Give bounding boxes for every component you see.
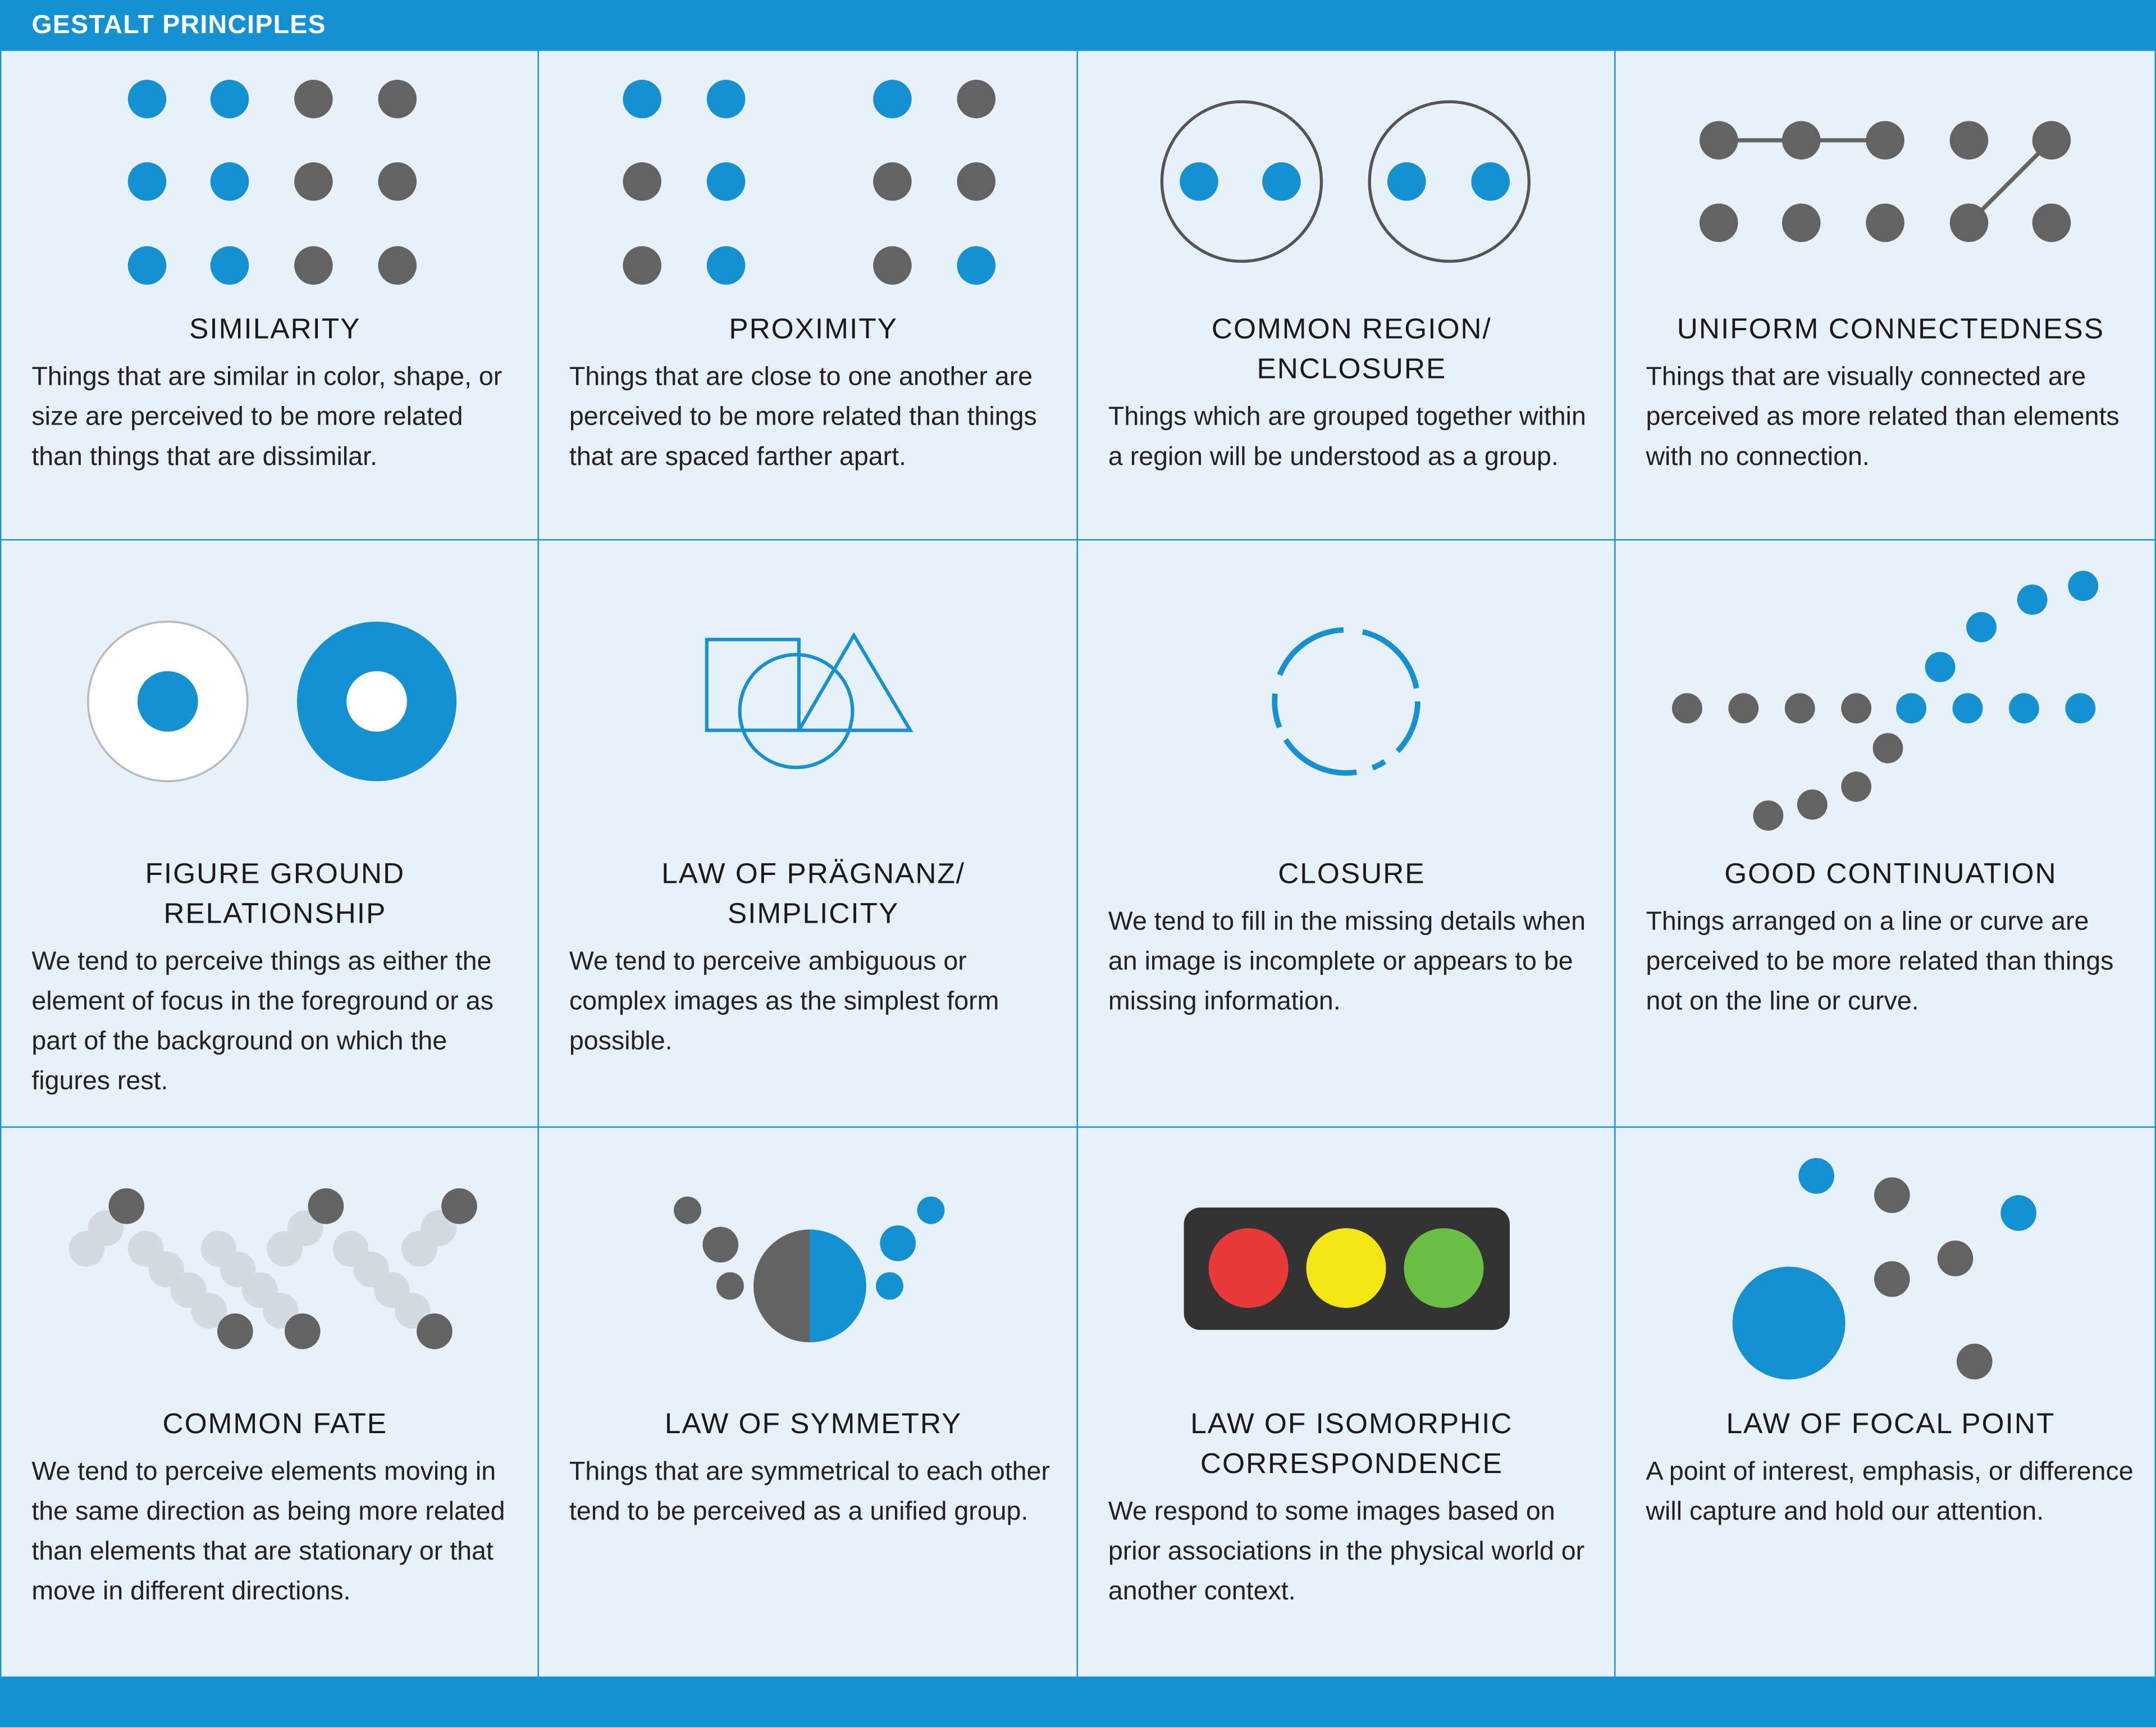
card-description: Things that are symmetrical to each othe… [569, 1457, 1050, 1527]
card-similarity: SIMILARITY Things that are similar in col… [0, 51, 540, 541]
card-proximity: PROXIMITY Things that are close to one an… [539, 51, 1079, 541]
card-title: GOOD CONTINUATION [1724, 858, 2057, 890]
card-closure: CLOSURE We tend to fill in the missing de… [1078, 540, 1616, 1128]
card-title: UNIFORM CONNECTEDNESS [1677, 313, 2104, 345]
card-isomorphic-correspondence: LAW OF ISOMORPHIC CORRESPONDENCE We respo… [1078, 1128, 1616, 1677]
card-description: We tend to fill in the missing details w… [1108, 908, 1586, 1016]
pragnanz-illustration [705, 632, 913, 769]
connectedness-illustration [1699, 121, 2071, 243]
card-pragnanz: LAW OF PRÄGNANZ/ SIMPLICITY We tend to pe… [539, 540, 1079, 1128]
card-description: Things that are similar in color, shape,… [31, 363, 503, 472]
card-title: COMMON FATE [162, 1408, 388, 1440]
symmetry-illustration [674, 1196, 945, 1343]
card-figure-ground: FIGURE GROUND RELATIONSHIP We tend to per… [0, 540, 540, 1128]
card-title: COMMON REGION/ ENCLOSURE [1211, 313, 1492, 385]
common-fate-illustration [68, 1188, 477, 1349]
card-description: We tend to perceive elements moving in t… [31, 1457, 505, 1607]
card-title: PROXIMITY [729, 313, 898, 345]
card-description: Things which are grouped together within… [1108, 403, 1586, 472]
card-common-region: COMMON REGION/ ENCLOSURE Things which are… [1078, 51, 1616, 541]
card-symmetry: LAW OF SYMMETRY Things that are symmetric… [539, 1128, 1079, 1677]
card-description: We respond to some images based on prior… [1108, 1497, 1585, 1607]
similarity-illustration [127, 80, 417, 285]
common-region-illustration [1160, 100, 1531, 263]
card-common-fate: COMMON FATE We tend to perceive elements … [0, 1128, 540, 1677]
card-description: Things that are close to one another are… [569, 363, 1037, 472]
principles-grid: SIMILARITY Things that are similar in col… [0, 51, 2156, 1677]
footer-bar [0, 1676, 2156, 1727]
card-title: SIMILARITY [189, 313, 361, 345]
traffic-light-illustration [1184, 1207, 1510, 1330]
page-title: GESTALT PRINCIPLES [31, 11, 326, 40]
focal-point-illustration [1732, 1158, 2036, 1380]
card-description: Things that are visually connected are p… [1646, 363, 2120, 472]
closure-illustration [1272, 627, 1420, 776]
card-title: LAW OF SYMMETRY [664, 1408, 962, 1440]
continuation-illustration [1671, 571, 2099, 831]
proximity-illustration [623, 80, 996, 285]
card-good-continuation: GOOD CONTINUATION Things arranged on a li… [1615, 540, 2156, 1128]
card-description: A point of interest, emphasis, or differ… [1646, 1457, 2134, 1527]
card-title: FIGURE GROUND RELATIONSHIP [145, 858, 405, 930]
card-title: LAW OF FOCAL POINT [1726, 1408, 2055, 1440]
card-title: LAW OF ISOMORPHIC CORRESPONDENCE [1190, 1408, 1513, 1480]
card-uniform-connectedness: UNIFORM CONNECTEDNESS Things that are vis… [1615, 51, 2156, 541]
card-focal-point: LAW OF FOCAL POINT A point of interest, e… [1616, 1128, 2156, 1677]
card-title: CLOSURE [1278, 858, 1426, 890]
header-bar: GESTALT PRINCIPLES [0, 0, 2156, 51]
card-description: We tend to perceive things as either the… [31, 947, 494, 1096]
card-description: Things arranged on a line or curve are p… [1646, 908, 2114, 1016]
card-title: LAW OF PRÄGNANZ/ SIMPLICITY [661, 858, 966, 930]
card-description: We tend to perceive ambiguous or complex… [569, 947, 999, 1056]
figure-ground-illustration [86, 621, 457, 782]
